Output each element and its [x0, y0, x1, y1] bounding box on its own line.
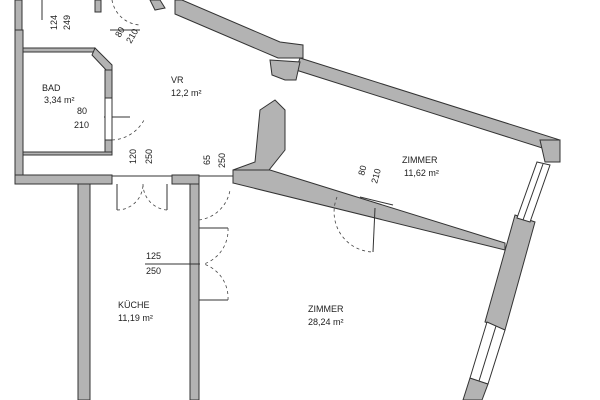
dim-line-zimmer1 [359, 196, 394, 206]
room-name-bad: BAD [42, 83, 61, 93]
room-name-zimmer1: ZIMMER [402, 155, 438, 165]
wall-zimmer1-bottom [232, 169, 506, 251]
dim-vr-right-height: 250 [217, 153, 227, 168]
room-area-vr: 12,2 m² [171, 88, 202, 98]
wall-right-middle [484, 214, 536, 331]
door-swing-bad [111, 119, 145, 141]
room-name-kueche: KÜCHE [118, 300, 150, 310]
wall-bad-bottom [22, 151, 113, 156]
wall-zimmer1-top [295, 57, 561, 153]
wall-bad-chamfer [91, 47, 113, 73]
wall-column-top [269, 59, 301, 81]
windows [469, 161, 551, 385]
walls [14, 0, 561, 400]
room-name-zimmer2: ZIMMER [308, 304, 344, 314]
door-swing-vr-left-b [142, 183, 168, 211]
wall-kueche-right [189, 183, 200, 400]
window-zimmer1-pane [522, 163, 544, 221]
doors [104, 0, 376, 301]
room-area-bad: 3,34 m² [44, 95, 75, 105]
room-name-vr: VR [171, 75, 184, 85]
door-swing-vr-right [198, 189, 231, 221]
door-swing-top-center [111, 0, 141, 26]
door-swing-kueche-b [203, 263, 229, 301]
door-swing-vr-left-a [116, 183, 144, 211]
dim-kueche-width: 125 [146, 251, 161, 261]
window-zimmer2-pane [478, 325, 497, 382]
wall-top-mid-stub [94, 0, 102, 13]
wall-top-diagonal [174, 0, 304, 59]
door-swing-kueche-a [203, 227, 229, 265]
dim-top-center-width: 80 [113, 25, 127, 39]
room-area-zimmer1: 11,62 m² [404, 168, 439, 178]
room-labels: BAD 3,34 m² VR 12,2 m² ZIMMER 11,62 m² K… [42, 75, 439, 327]
wall-top-left-stub [14, 0, 23, 31]
dim-top-left-height: 249 [62, 15, 72, 30]
dim-vr-left-width: 120 [128, 149, 138, 164]
wall-horizontal-mid [171, 174, 200, 185]
dim-kueche-height: 250 [146, 266, 161, 276]
wall-kueche-left [77, 183, 91, 400]
wall-horizontal-left [14, 174, 113, 185]
door-frame-bad [104, 97, 113, 141]
wall-corner-right [539, 139, 561, 163]
door-leaf-zimmer1 [372, 207, 376, 253]
door-swing-zimmer1 [333, 196, 374, 253]
wall-bad-right-upper [104, 69, 113, 99]
dim-zimmer1-width: 80 [356, 164, 368, 176]
room-area-zimmer2: 28,24 m² [308, 317, 344, 327]
interior-lines [41, 0, 394, 265]
dim-bad-height: 210 [74, 120, 89, 130]
wall-top-center-diag [149, 0, 166, 11]
dim-vr-right-width: 65 [202, 155, 212, 165]
dim-zimmer1-height: 210 [369, 167, 383, 184]
room-area-kueche: 11,19 m² [118, 313, 153, 323]
dim-bad-width: 80 [77, 106, 87, 116]
dim-top-left-width: 124 [49, 15, 59, 30]
dim-vr-left-height: 250 [144, 149, 154, 164]
wall-bad-top [22, 47, 98, 53]
wall-left-outer [14, 29, 24, 181]
